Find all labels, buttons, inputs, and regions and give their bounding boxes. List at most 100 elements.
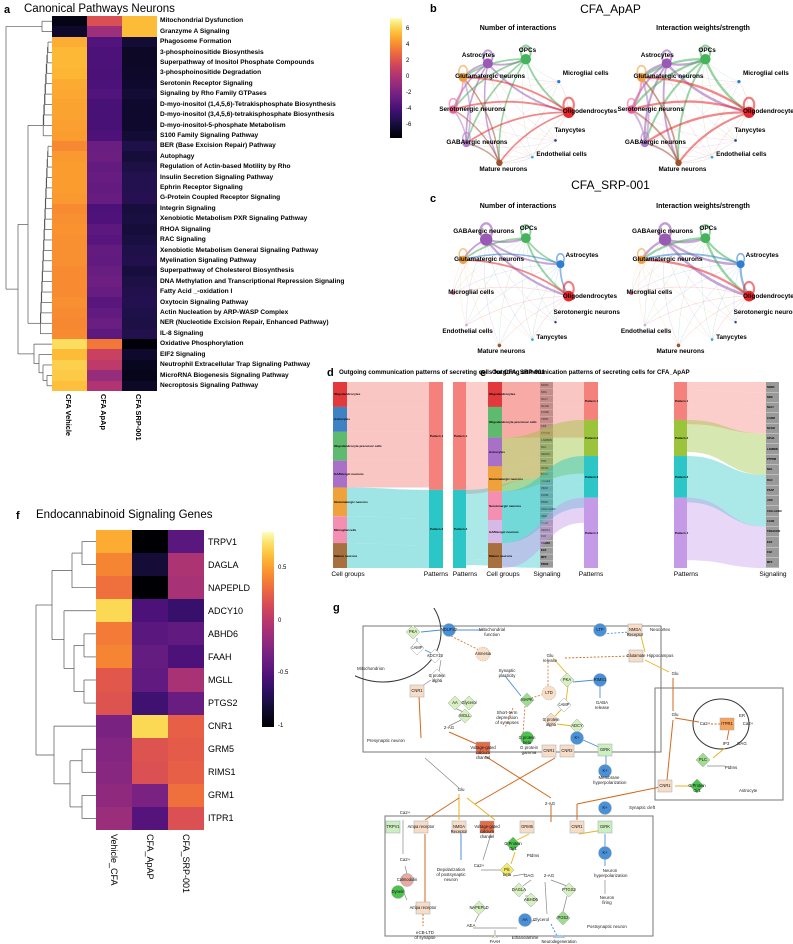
pathway-node[interactable]	[518, 913, 532, 927]
pathway-node[interactable]	[597, 820, 613, 834]
pathway-node[interactable]	[541, 744, 557, 758]
pathway-node[interactable]	[569, 820, 585, 834]
river-cellgroup-node[interactable]	[333, 382, 347, 407]
river-cellgroup-node[interactable]	[333, 516, 347, 544]
river-pattern-node[interactable]	[453, 489, 466, 568]
river-signaling-node[interactable]	[540, 540, 553, 547]
river-signaling-node[interactable]	[540, 533, 553, 541]
pathway-node[interactable]	[391, 885, 405, 899]
network-node[interactable]	[458, 72, 468, 82]
river-pattern-node[interactable]	[674, 382, 687, 420]
river-signaling-node[interactable]	[540, 547, 553, 554]
river-signaling-node[interactable]	[540, 561, 553, 568]
network-node[interactable]	[531, 338, 534, 341]
network-node[interactable]	[661, 58, 672, 69]
river-signaling-node[interactable]	[766, 506, 779, 516]
network-node[interactable]	[465, 323, 468, 327]
network-node[interactable]	[737, 80, 741, 84]
pathway-node[interactable]	[657, 779, 673, 793]
river-signaling-node[interactable]	[766, 392, 779, 403]
network-node[interactable]	[563, 290, 575, 302]
network-node[interactable]	[637, 255, 646, 265]
network-node[interactable]	[658, 233, 672, 246]
network-node[interactable]	[734, 139, 737, 142]
pathway-node[interactable]	[523, 892, 539, 908]
river-signaling-node[interactable]	[540, 382, 553, 389]
pathway-node[interactable]	[499, 862, 515, 878]
pathway-node[interactable]	[400, 873, 414, 887]
pathway-node[interactable]	[519, 820, 535, 834]
river-pattern-node[interactable]	[584, 419, 598, 457]
network-node[interactable]	[710, 338, 714, 341]
network-node[interactable]	[640, 139, 649, 148]
river-signaling-node[interactable]	[540, 457, 553, 465]
river-signaling-node[interactable]	[540, 423, 553, 430]
pathway-node[interactable]	[409, 640, 425, 656]
river-signaling-node[interactable]	[540, 526, 553, 534]
river-cellgroup-node[interactable]	[333, 460, 347, 488]
river-signaling-node[interactable]	[766, 464, 779, 475]
river-signaling-node[interactable]	[540, 554, 553, 561]
river-signaling-node[interactable]	[766, 537, 779, 547]
river-signaling-node[interactable]	[540, 409, 553, 417]
pathway-node[interactable]	[628, 649, 644, 663]
pathway-node[interactable]	[488, 934, 502, 938]
river-signaling-node[interactable]	[540, 485, 553, 492]
river-pattern-node[interactable]	[584, 456, 598, 498]
river-signaling-node[interactable]	[540, 471, 553, 479]
river-pattern-node[interactable]	[584, 382, 598, 420]
network-node[interactable]	[700, 54, 711, 65]
river-pattern-node[interactable]	[584, 497, 598, 568]
river-signaling-node[interactable]	[766, 413, 779, 423]
network-node[interactable]	[557, 80, 561, 84]
pathway-node[interactable]	[385, 820, 401, 834]
pathway-node[interactable]	[556, 697, 572, 713]
pathway-node[interactable]	[593, 673, 607, 687]
river-signaling-node[interactable]	[540, 464, 553, 472]
river-signaling-node[interactable]	[766, 526, 779, 537]
network-node[interactable]	[563, 106, 575, 118]
network-node[interactable]	[462, 139, 471, 148]
pathway-node[interactable]	[719, 717, 735, 731]
river-cellgroup-node[interactable]	[488, 466, 502, 492]
river-signaling-node[interactable]	[766, 485, 779, 496]
pathway-node[interactable]	[451, 820, 467, 834]
river-signaling-node[interactable]	[540, 437, 553, 444]
river-cellgroup-node[interactable]	[333, 487, 347, 517]
river-signaling-node[interactable]	[540, 506, 553, 513]
river-signaling-node[interactable]	[540, 430, 553, 437]
pathway-node[interactable]	[541, 685, 557, 701]
river-signaling-node[interactable]	[766, 454, 779, 465]
river-cellgroup-node[interactable]	[488, 491, 502, 521]
network-node[interactable]	[451, 291, 455, 295]
pathway-node[interactable]	[427, 648, 443, 664]
river-cellgroup-node[interactable]	[488, 520, 502, 544]
network-node[interactable]	[554, 139, 557, 142]
river-signaling-node[interactable]	[540, 450, 553, 458]
river-signaling-node[interactable]	[540, 416, 553, 423]
pathway-node[interactable]	[598, 801, 612, 815]
pathway-node[interactable]	[570, 731, 584, 745]
pathway-node[interactable]	[479, 820, 495, 834]
river-signaling-node[interactable]	[766, 382, 779, 392]
pathway-node[interactable]	[475, 741, 491, 755]
pathway-node[interactable]	[598, 764, 612, 778]
network-node[interactable]	[736, 260, 745, 269]
pathway-node[interactable]	[447, 695, 463, 711]
river-signaling-node[interactable]	[540, 388, 553, 396]
network-node[interactable]	[520, 233, 531, 244]
river-signaling-node[interactable]	[766, 433, 779, 444]
pathway-node[interactable]	[505, 836, 521, 852]
network-node[interactable]	[449, 105, 458, 114]
river-cellgroup-node[interactable]	[488, 437, 502, 467]
river-signaling-node[interactable]	[540, 478, 553, 485]
network-node[interactable]	[480, 233, 493, 246]
pathway-node[interactable]	[442, 623, 456, 637]
network-node[interactable]	[554, 321, 557, 324]
pathway-node[interactable]	[559, 672, 575, 688]
river-cellgroup-node[interactable]	[333, 543, 347, 568]
pathway-node[interactable]	[689, 778, 705, 794]
river-cellgroup-node[interactable]	[333, 406, 347, 432]
network-node[interactable]	[627, 105, 636, 114]
network-node[interactable]	[482, 58, 493, 69]
